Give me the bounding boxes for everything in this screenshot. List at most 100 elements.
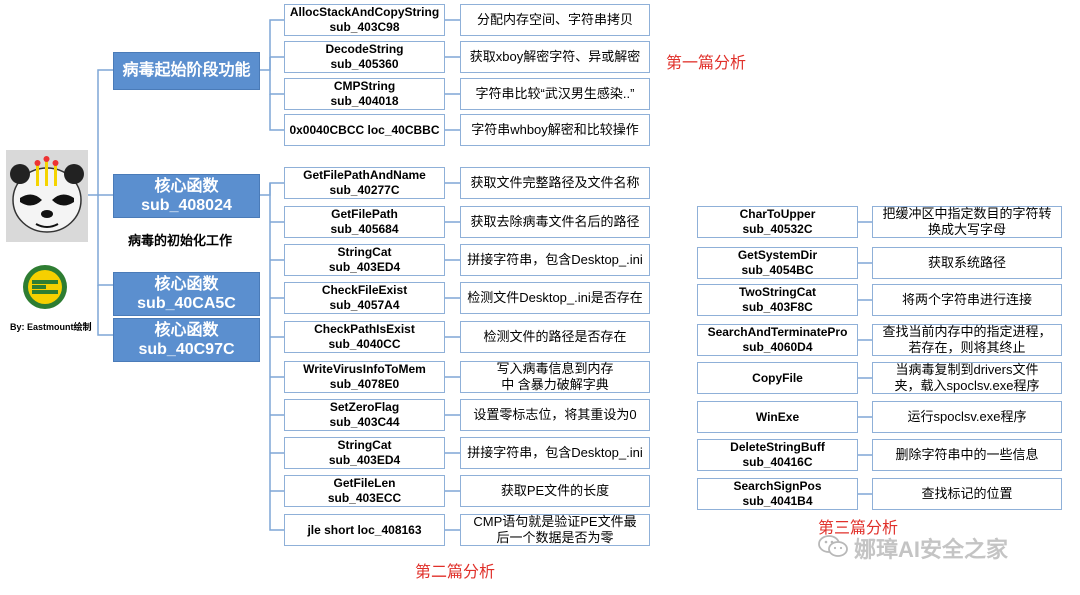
description-box: 检测文件的路径是否存在 xyxy=(460,321,650,353)
function-box: SetZeroFlag sub_403C44 xyxy=(284,399,445,431)
author-credit: By: Eastmount绘制 xyxy=(10,322,92,332)
core-function-node-1: 核心函数 sub_408024 xyxy=(113,174,260,218)
description-box: 当病毒复制到drivers文件夹，载入spoclsv.exe程序 xyxy=(872,362,1062,394)
description-box: 将两个字符串进行连接 xyxy=(872,284,1062,316)
function-address: sub_4054BC xyxy=(741,263,814,277)
description-box: 检测文件Desktop_.ini是否存在 xyxy=(460,282,650,314)
function-name: StringCat xyxy=(337,245,392,259)
watermark: 娜璋AI安全之家 xyxy=(818,532,1008,564)
part2-label: 第二篇分析 xyxy=(415,562,496,581)
function-address: sub_4040CC xyxy=(328,337,401,351)
description-box: 删除字符串中的一些信息 xyxy=(872,439,1062,471)
description-box: 获取文件完整路径及文件名称 xyxy=(460,167,650,199)
function-name: CharToUpper xyxy=(739,207,816,221)
function-box: GetFileLen sub_403ECC xyxy=(284,475,445,507)
function-name: AllocStackAndCopyString xyxy=(289,5,440,19)
core-function-node-2: 核心函数 sub_40CA5C xyxy=(113,272,260,316)
function-box: CMPString sub_404018 xyxy=(284,78,445,110)
function-address: sub_404018 xyxy=(330,94,399,108)
function-box: AllocStackAndCopyString sub_403C98 xyxy=(284,4,445,36)
function-box: GetSystemDir sub_4054BC xyxy=(697,247,858,279)
function-address: sub_403ECC xyxy=(327,491,402,505)
function-box: DecodeString sub_405360 xyxy=(284,41,445,73)
description-box: 写入病毒信息到内存中 含暴力破解字典 xyxy=(460,361,650,393)
function-box: TwoStringCat sub_403F8C xyxy=(697,284,858,316)
function-address: sub_403ED4 xyxy=(328,453,401,467)
core-function-title: 核心函数 xyxy=(154,321,219,339)
description-box: CMP语句就是验证PE文件最后一个数据是否为零 xyxy=(460,514,650,546)
function-name: WinExe xyxy=(755,409,800,424)
description-box: 拼接字符串，包含Desktop_.ini xyxy=(460,437,650,469)
description-box: 获取去除病毒文件名后的路径 xyxy=(460,206,650,238)
description-box: 查找当前内存中的指定进程，若存在，则将其终止 xyxy=(872,324,1062,356)
function-address: sub_403C98 xyxy=(329,20,400,34)
core-function-address: sub_40CA5C xyxy=(137,295,236,312)
function-box: CharToUpper sub_40532C xyxy=(697,206,858,238)
panda-icon xyxy=(6,150,88,242)
function-name: GetFilePath xyxy=(331,207,398,221)
function-address: sub_403C44 xyxy=(329,415,400,429)
description-box: 分配内存空间、字符串拷贝 xyxy=(460,4,650,36)
function-name: StringCat xyxy=(337,438,392,452)
function-box: WinExe xyxy=(697,401,858,433)
function-address: sub_40277C xyxy=(329,183,400,197)
function-name: SetZeroFlag xyxy=(329,400,400,414)
function-name: 0x0040CBCC loc_40CBBC xyxy=(289,122,440,137)
function-name: TwoStringCat xyxy=(738,285,817,299)
core-function-title: 核心函数 xyxy=(154,177,219,195)
watermark-text: 娜璋AI安全之家 xyxy=(854,537,1009,562)
function-address: sub_40532C xyxy=(742,222,813,236)
function-name: CheckFileExist xyxy=(321,283,408,297)
function-name: CopyFile xyxy=(752,370,803,385)
function-address: sub_4041B4 xyxy=(742,494,813,508)
startup-functions-node: 病毒起始阶段功能 xyxy=(113,52,260,90)
function-address: sub_4057A4 xyxy=(329,298,400,312)
description-box: 字符串比较“武汉男生感染..” xyxy=(460,78,650,110)
core-function-title: 核心函数 xyxy=(154,275,219,293)
core-function-address: sub_408024 xyxy=(141,197,232,214)
function-box: GetFilePathAndName sub_40277C xyxy=(284,167,445,199)
function-name: CMPString xyxy=(333,79,396,93)
wechat-icon xyxy=(818,534,848,563)
init-work-caption: 病毒的初始化工作 xyxy=(128,233,233,248)
description-box: 字符串whboy解密和比较操作 xyxy=(460,114,650,146)
function-address: sub_40416C xyxy=(742,455,813,469)
description-box: 获取xboy解密字符、异或解密 xyxy=(460,41,650,73)
function-box: CopyFile xyxy=(697,362,858,394)
startup-functions-label: 病毒起始阶段功能 xyxy=(122,62,251,80)
core-function-address: sub_40C97C xyxy=(138,341,235,358)
description-box: 拼接字符串，包含Desktop_.ini xyxy=(460,244,650,276)
function-name: WriteVirusInfoToMem xyxy=(303,362,426,376)
function-address: sub_4060D4 xyxy=(742,340,813,354)
function-address: sub_403F8C xyxy=(742,300,813,314)
function-name: DeleteStringBuff xyxy=(730,440,825,454)
description-box: 设置零标志位，将其重设为0 xyxy=(460,399,650,431)
part1-label: 第一篇分析 xyxy=(666,53,747,72)
core-function-node-3: 核心函数 sub_40C97C xyxy=(113,318,260,362)
function-name: GetSystemDir xyxy=(737,248,818,262)
function-box: StringCat sub_403ED4 xyxy=(284,437,445,469)
function-name: GetFileLen xyxy=(333,476,396,490)
function-box: SearchAndTerminatePro sub_4060D4 xyxy=(697,324,858,356)
description-box: 运行spoclsv.exe程序 xyxy=(872,401,1062,433)
function-name: SearchAndTerminatePro xyxy=(707,325,848,339)
function-name: DecodeString xyxy=(325,42,404,56)
function-box: WriteVirusInfoToMem sub_4078E0 xyxy=(284,361,445,393)
function-name: SearchSignPos xyxy=(733,479,822,493)
part3-label: 第三篇分析 xyxy=(818,518,899,537)
function-address: sub_405360 xyxy=(330,57,399,71)
function-box: GetFilePath sub_405684 xyxy=(284,206,445,238)
eastmount-logo-icon xyxy=(22,264,68,310)
function-address: sub_4078E0 xyxy=(329,377,400,391)
description-box: 获取PE文件的长度 xyxy=(460,475,650,507)
function-address: sub_403ED4 xyxy=(328,260,401,274)
description-box: 把缓冲区中指定数目的字符转换成大写字母 xyxy=(872,206,1062,238)
description-box: 获取系统路径 xyxy=(872,247,1062,279)
function-name: CheckPathIsExist xyxy=(314,322,415,336)
function-box: StringCat sub_403ED4 xyxy=(284,244,445,276)
function-box: jle short loc_408163 xyxy=(284,514,445,546)
function-box: CheckFileExist sub_4057A4 xyxy=(284,282,445,314)
function-name: jle short loc_408163 xyxy=(307,522,422,537)
function-name: GetFilePathAndName xyxy=(303,168,426,182)
